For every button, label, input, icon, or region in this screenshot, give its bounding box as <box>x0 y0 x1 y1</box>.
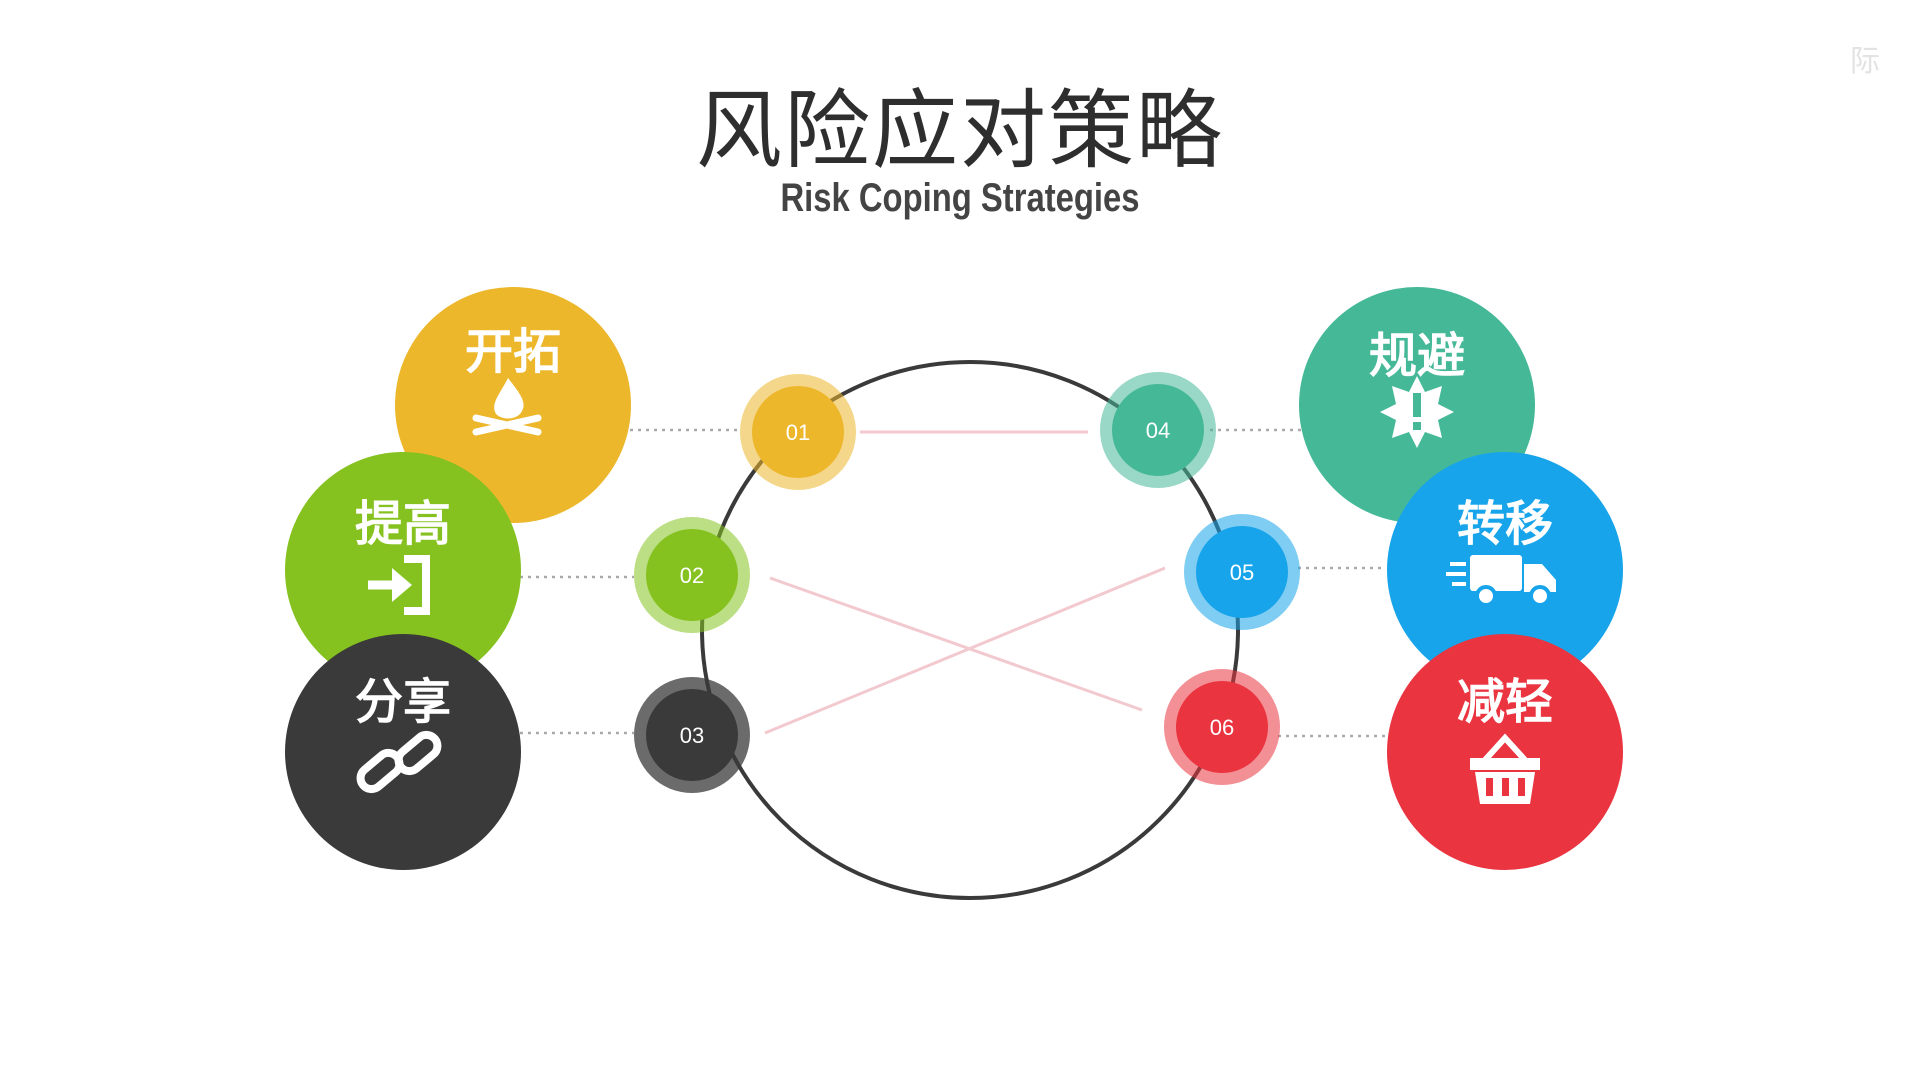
strategy-card-05: 转移 <box>1387 452 1623 688</box>
node-05: 05 <box>1184 514 1300 630</box>
strategy-card-03: 分享 <box>285 634 521 870</box>
node-number-03: 03 <box>680 723 704 748</box>
node-03: 03 <box>634 677 750 793</box>
page-title: 风险应对策略 <box>696 81 1224 181</box>
page-subtitle: Risk Coping Strategies <box>780 176 1140 220</box>
node-06: 06 <box>1164 669 1280 785</box>
connection-02-06 <box>769 576 1143 712</box>
sign-in-arrow-icon <box>368 555 430 615</box>
strategy-label-05: 转移 <box>1457 496 1553 552</box>
node-number-06: 06 <box>1210 715 1234 740</box>
strategy-card-06: 减轻 <box>1387 634 1623 870</box>
leader-lines <box>520 428 1385 738</box>
watermark-logo: 际 <box>1850 44 1880 79</box>
strategy-card-02: 提高 <box>285 452 521 688</box>
warning-badge-icon <box>1380 376 1454 448</box>
campfire-icon <box>472 378 542 436</box>
node-number-01: 01 <box>786 420 810 445</box>
node-04: 04 <box>1100 372 1216 488</box>
connection-03-05 <box>764 566 1166 735</box>
node-number-02: 02 <box>680 563 704 588</box>
node-number-04: 04 <box>1146 418 1170 443</box>
node-01: 01 <box>740 374 856 490</box>
strategy-label-01: 开拓 <box>465 324 561 380</box>
node-number-05: 05 <box>1230 560 1254 585</box>
strategy-label-04: 规避 <box>1369 328 1465 384</box>
chain-link-icon <box>356 730 442 794</box>
strategy-label-03: 分享 <box>355 674 451 730</box>
strategy-label-06: 减轻 <box>1457 674 1553 730</box>
node-02: 02 <box>634 517 750 633</box>
shopping-basket-icon <box>1470 733 1540 804</box>
strategy-label-02: 提高 <box>355 496 451 552</box>
connection-lines <box>764 430 1166 735</box>
delivery-truck-icon <box>1446 555 1556 607</box>
